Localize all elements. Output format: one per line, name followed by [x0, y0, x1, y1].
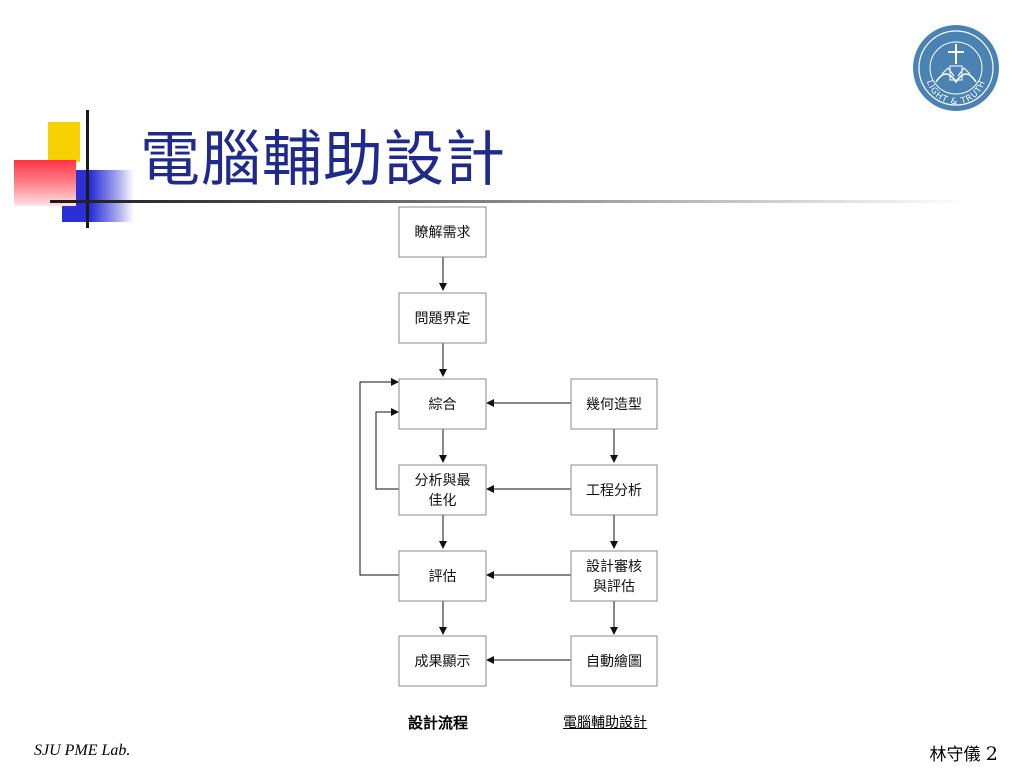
box-engineering-analysis: 工程分析	[570, 464, 658, 516]
svg-text:分析與最: 分析與最	[415, 473, 471, 489]
page-number: 2	[985, 743, 998, 765]
box-problem-definition: 問題界定	[398, 292, 487, 344]
decor-red-square	[14, 160, 76, 206]
box-understand-needs: 瞭解需求	[398, 206, 487, 258]
decor-yellow-square	[48, 122, 80, 162]
box-analysis-optimization: 分析與最 佳化	[398, 464, 487, 516]
svg-text:評估: 評估	[429, 569, 457, 585]
page-title: 電腦輔助設計	[140, 125, 506, 195]
loop-analysis-to-synthesis	[375, 408, 399, 490]
footer-lab-name: SJU PME Lab.	[34, 742, 131, 759]
title-underline	[50, 200, 970, 203]
box-result-display: 成果顯示	[398, 635, 487, 687]
box-geometric-modeling: 幾何造型	[570, 378, 658, 430]
svg-text:與評估: 與評估	[593, 579, 635, 595]
caption-cad: 電腦輔助設計	[563, 715, 647, 731]
box-automatic-drafting: 自動繪圖	[570, 635, 658, 687]
svg-text:問題界定: 問題界定	[415, 311, 471, 327]
svg-text:設計審核: 設計審核	[586, 559, 642, 575]
svg-text:佳化: 佳化	[429, 493, 457, 509]
box-evaluation: 評估	[398, 550, 487, 602]
decor-vertical-line	[86, 110, 89, 228]
box-synthesis: 綜合	[398, 378, 487, 430]
svg-text:成果顯示: 成果顯示	[415, 654, 471, 670]
footer-author-page: 林守儀 2	[930, 740, 999, 765]
footer-author: 林守儀	[929, 745, 981, 765]
box-design-review: 設計審核 與評估	[570, 550, 658, 602]
university-logo: LIGHT & TRUTH	[913, 25, 999, 111]
caption-design-process: 設計流程	[408, 714, 469, 732]
svg-text:工程分析: 工程分析	[586, 483, 642, 499]
svg-text:綜合: 綜合	[429, 397, 457, 413]
svg-text:瞭解需求: 瞭解需求	[415, 225, 471, 241]
svg-text:幾何造型: 幾何造型	[586, 397, 642, 413]
svg-text:自動繪圖: 自動繪圖	[586, 653, 642, 670]
loop-evaluation-to-synthesis	[359, 378, 399, 576]
